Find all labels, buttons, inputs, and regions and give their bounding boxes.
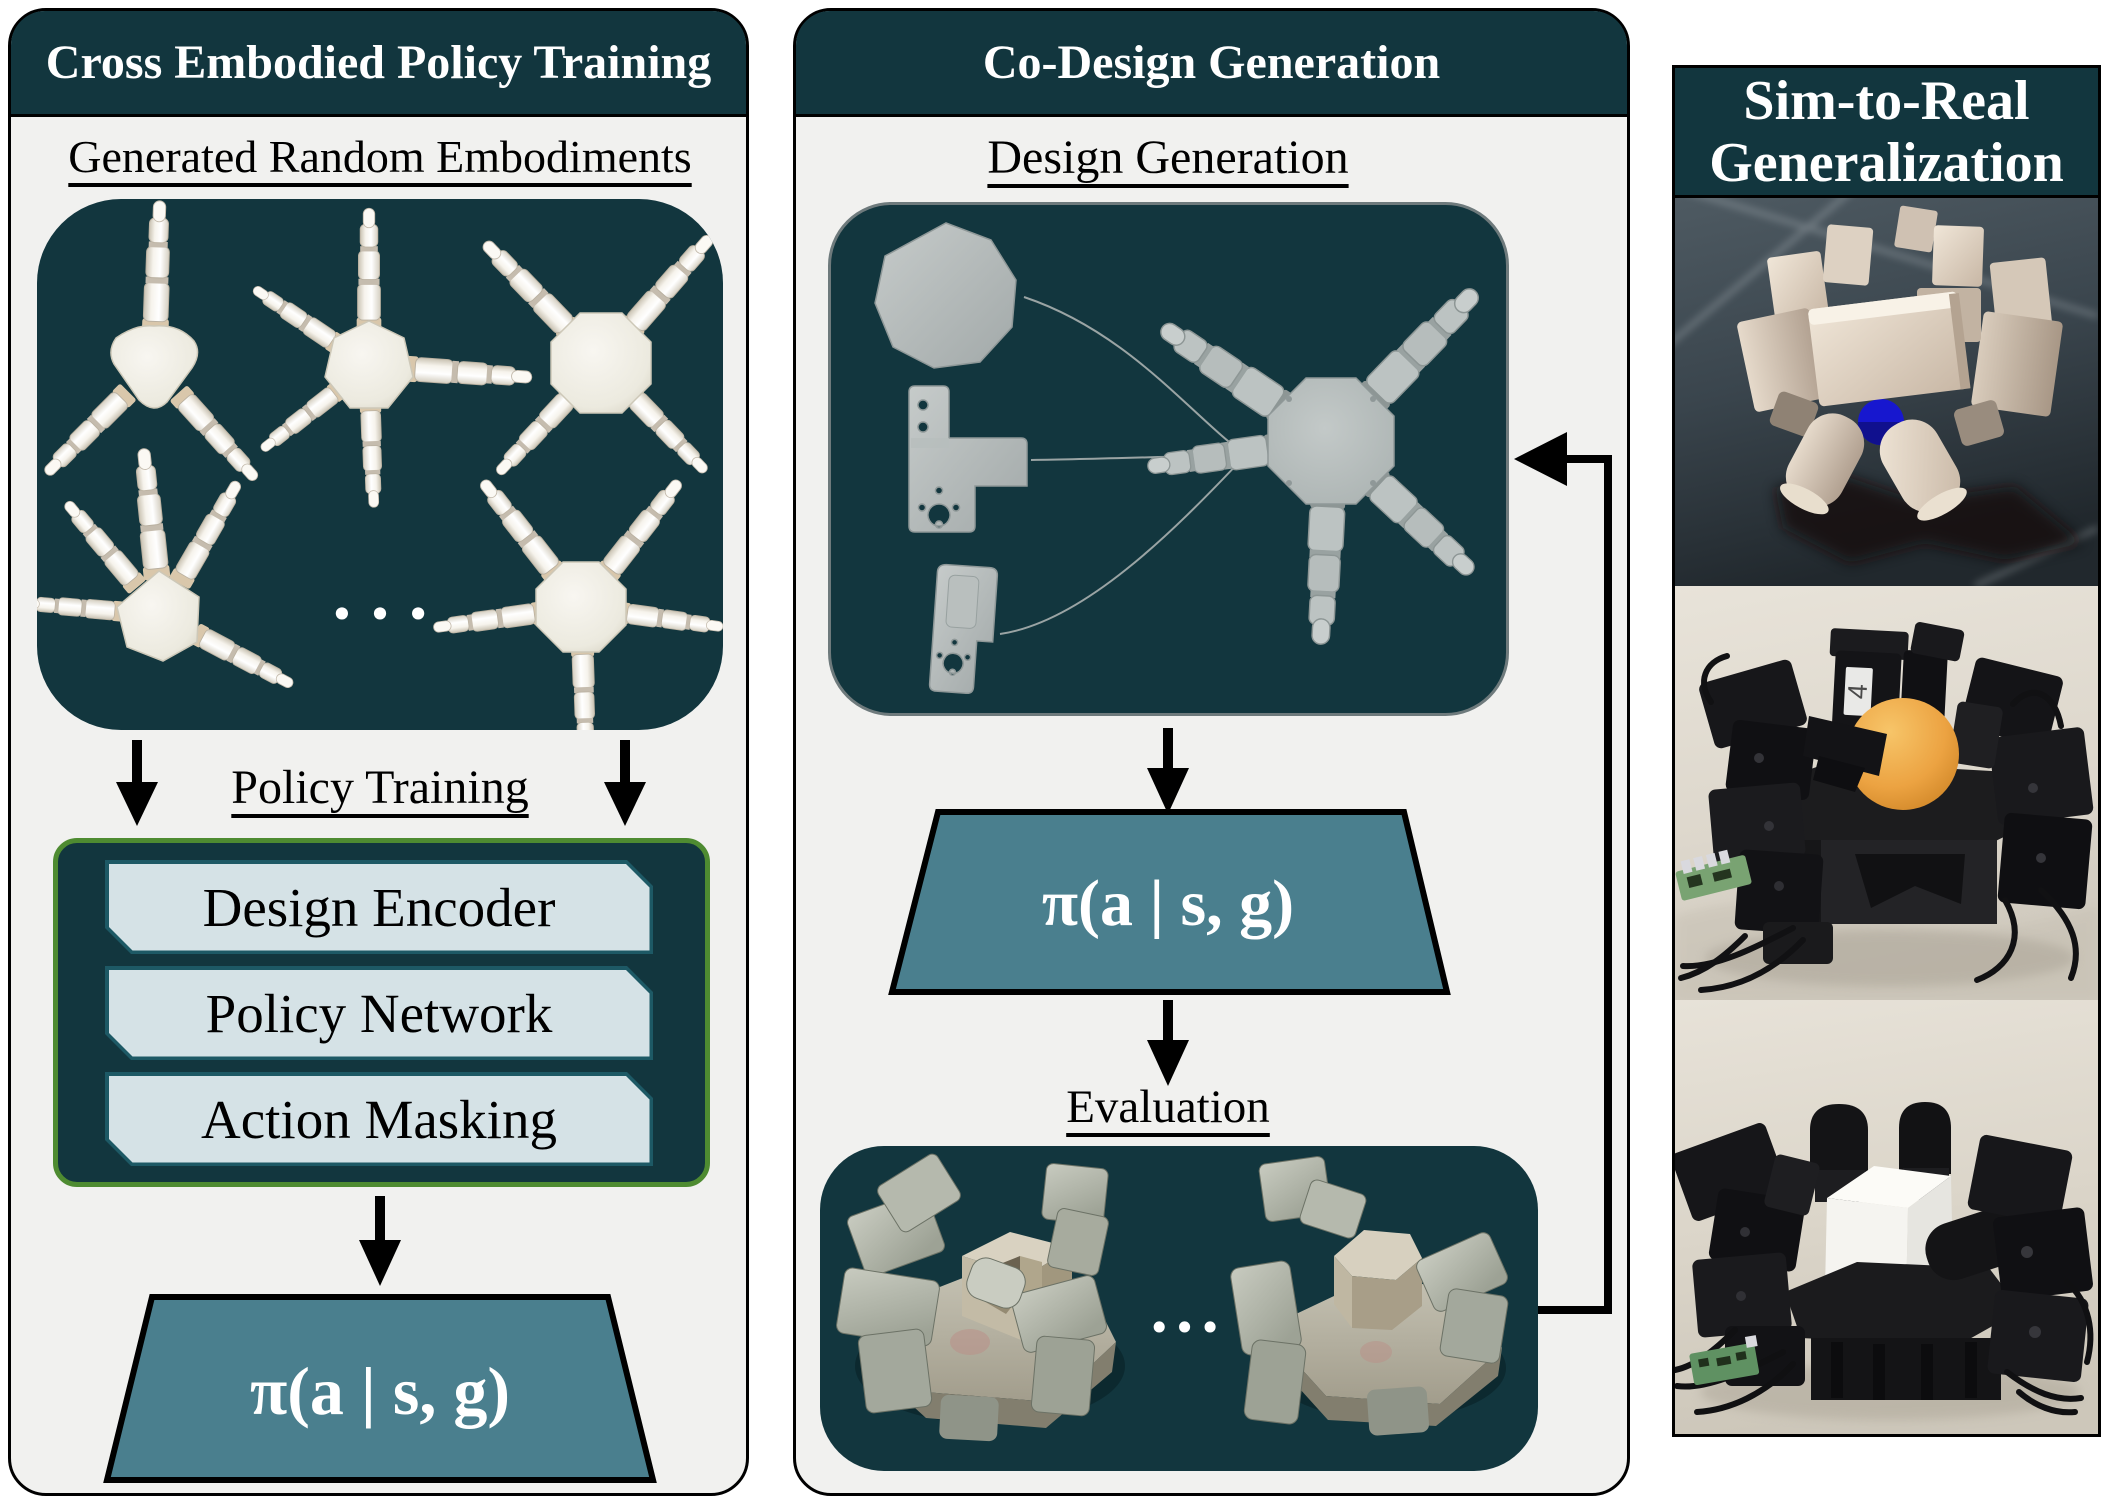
sim-to-real-title-line2: Generalization: [1709, 131, 2064, 194]
robot-hand-five-finger-c: [431, 473, 723, 730]
middle-panel-header: Co-Design Generation: [796, 11, 1627, 117]
real-robot-ball: 4: [1675, 621, 2094, 993]
design-encoder-label: Design Encoder: [202, 876, 556, 938]
panel-sim-to-real: Sim-to-Real Generalization: [1672, 65, 2101, 1437]
policy-network-box: Policy Network: [105, 966, 653, 1060]
arrow-down-design: [1147, 728, 1189, 814]
arrow-down-right: [604, 740, 646, 826]
eval-left-fingers: [836, 1153, 1109, 1442]
ball-front-finger: [1803, 716, 1887, 792]
policy-trapezoid-left: [103, 1294, 657, 1483]
sim-to-real-title-line1: Sim-to-Real: [1743, 69, 2030, 132]
design-part-bracket-small: [928, 563, 999, 695]
policy-trapezoid-middle: [888, 809, 1451, 995]
ball-pcb: [1675, 849, 1752, 901]
arrow-down-evaluation: [1147, 1000, 1189, 1086]
cube-right-finger-stack: [1925, 1134, 2093, 1382]
left-panel-header: Cross Embodied Policy Training: [11, 11, 746, 117]
evaluation-hand-left: [836, 1153, 1125, 1442]
evaluation-ellipsis: •••: [1148, 1306, 1225, 1350]
evaluation-image: [820, 1146, 1538, 1471]
design-encoder-box: Design Encoder: [105, 860, 653, 954]
left-panel-title: Cross Embodied Policy Training: [45, 36, 712, 89]
sim-robot-hand: [1737, 205, 2063, 521]
design-generated-hand: [1145, 278, 1490, 646]
action-masking-label: Action Masking: [201, 1088, 557, 1150]
robot-hand-three-finger: [37, 199, 266, 488]
ball-left-finger-stack: [1699, 659, 1833, 964]
arrow-down-policy: [359, 1196, 401, 1286]
real-photo-cube: [1675, 1000, 2098, 1434]
orange-ball: [1847, 698, 1959, 810]
sim-to-real-header: Sim-to-Real Generalization: [1675, 68, 2098, 198]
policy-symbol-middle: π(a | s, g): [1041, 867, 1295, 940]
policy-network-label: Policy Network: [205, 982, 553, 1044]
design-part-bracket-large: [908, 385, 1028, 533]
robot-hand-four-finger: [475, 227, 721, 482]
finger-number-label: 4: [1842, 683, 1873, 700]
eval-rounded-cube: [1334, 1230, 1422, 1330]
feedback-loop-arrow: [1514, 432, 1612, 1314]
policy-network-box-face: Policy Network: [109, 970, 650, 1057]
action-masking-box: Action Masking: [105, 1072, 653, 1166]
real-photo-ball: 4: [1675, 586, 2098, 1000]
cube-pcb: [1689, 1335, 1760, 1386]
generated-random-embodiments-heading: Generated Random Embodiments: [68, 131, 692, 182]
evaluation-hand-right: [1230, 1156, 1509, 1436]
design-generation-heading: Design Generation: [987, 131, 1349, 184]
eval-right-fingers: [1230, 1156, 1509, 1436]
middle-panel-title: Co-Design Generation: [982, 36, 1441, 89]
design-generation-image: [828, 202, 1509, 716]
cube-left-finger-stack: [1675, 1123, 1820, 1386]
evaluation-heading: Evaluation: [1066, 1081, 1270, 1133]
robot-hand-five-finger-b: [37, 446, 299, 696]
robot-hand-five-finger-a: [247, 207, 534, 509]
generated-embodiments-image: [37, 199, 723, 730]
design-part-nonagon: [874, 222, 1017, 369]
policy-symbol-left: π(a | s, g): [250, 1353, 510, 1429]
policy-training-heading: Policy Training: [231, 761, 529, 814]
ball-wires: [1678, 653, 2079, 993]
design-encoder-box-face: Design Encoder: [109, 864, 650, 951]
embodiments-ellipsis: • • •: [329, 590, 431, 639]
real-robot-cube: [1675, 1102, 2094, 1416]
arrow-down-left: [116, 740, 158, 826]
sim-photo: [1675, 198, 2098, 586]
action-masking-box-face: Action Masking: [109, 1076, 650, 1163]
